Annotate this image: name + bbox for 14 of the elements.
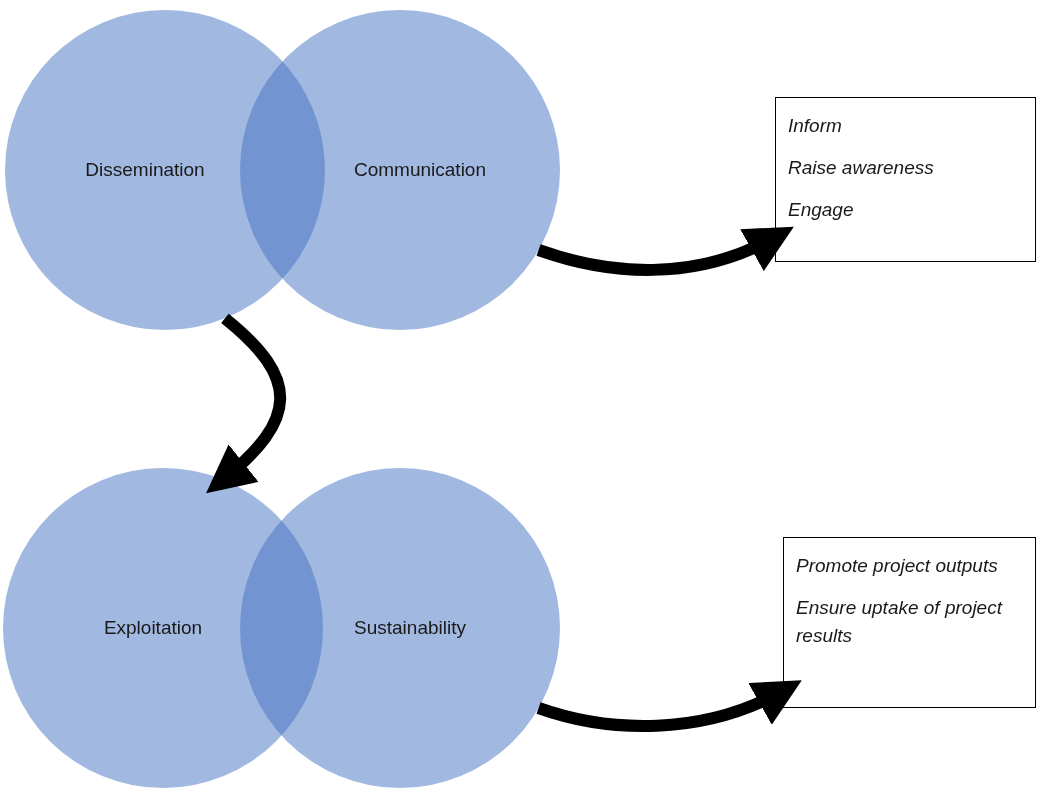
circle-label: Communication — [354, 157, 486, 182]
circle-label: Sustainability — [354, 615, 466, 640]
text-box — [775, 97, 1036, 262]
text-box — [783, 537, 1036, 708]
bullet-text: Promote project outputs — [796, 554, 999, 578]
bullet-text: Ensure uptake of project results — [796, 596, 1004, 648]
curved-arrow — [536, 681, 803, 732]
curved-arrow — [536, 227, 795, 276]
circle-label: Dissemination — [85, 157, 205, 182]
circle-label: Exploitation — [103, 615, 203, 640]
curved-arrow — [206, 313, 287, 494]
bullet-text: Inform — [788, 114, 843, 138]
bullet-text: Engage — [788, 198, 855, 222]
bullet-text: Raise awareness — [788, 156, 935, 180]
